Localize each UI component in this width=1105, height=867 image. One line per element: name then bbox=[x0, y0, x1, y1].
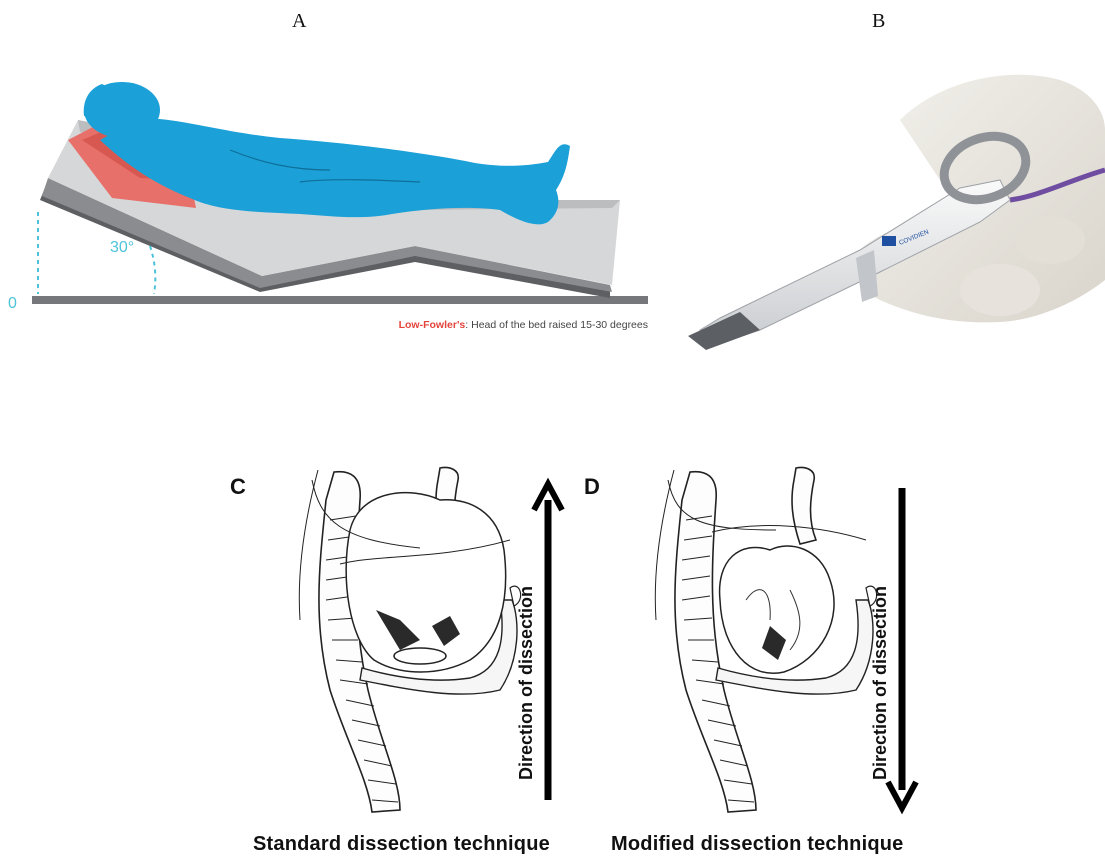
vessel-branch bbox=[792, 468, 816, 545]
brand-logo bbox=[882, 236, 896, 246]
surgical-stapler-photo: COVIDIEN bbox=[655, 65, 1105, 365]
arrow-label-standard: Direction of dissection bbox=[516, 586, 536, 780]
zero-label: 0 bbox=[8, 295, 17, 312]
panel-label-c: C bbox=[230, 474, 246, 499]
caption-standard-technique: Standard dissection technique bbox=[253, 833, 550, 856]
angle-arc bbox=[150, 246, 155, 294]
caption-modified-technique: Modified dissection technique bbox=[611, 833, 904, 856]
arrow-label-modified: Direction of dissection bbox=[870, 586, 890, 780]
angle-label: 30° bbox=[110, 239, 134, 256]
low-fowler-bed-illustration: 30° 0 Low-Fowler's: Head of the bed rais… bbox=[0, 80, 660, 360]
tumor-mass bbox=[346, 493, 506, 672]
panel-label-b: B bbox=[872, 10, 885, 33]
floor-line bbox=[32, 296, 648, 304]
panel-label-d: D bbox=[584, 474, 600, 499]
bed-caption-bold: Low-Fowler's bbox=[399, 319, 466, 331]
standard-dissection-illustration: C Direction of dissection bbox=[228, 462, 568, 822]
panel-label-a: A bbox=[292, 10, 306, 33]
bed-caption: Low-Fowler's: Head of the bed raised 15-… bbox=[399, 319, 648, 331]
modified-dissection-illustration: D Direction of dissection bbox=[582, 462, 922, 822]
bed-caption-rest: : Head of the bed raised 15-30 degrees bbox=[465, 319, 648, 331]
